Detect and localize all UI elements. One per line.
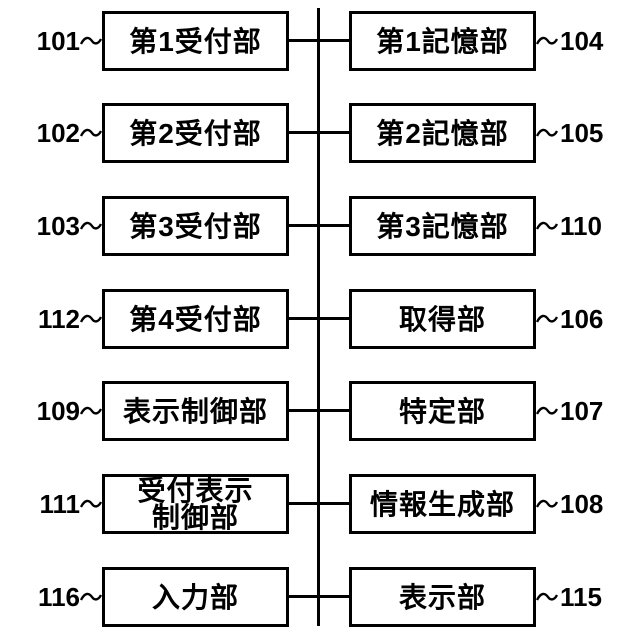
connector-line: [289, 39, 349, 42]
ref-number-right: 105: [560, 118, 604, 148]
squiggle-connector: [80, 128, 102, 137]
ref-number-left: 116: [38, 582, 80, 612]
ref-number-left: 101: [36, 26, 80, 56]
ref-number-left: 112: [38, 304, 80, 334]
ref-number-left: 109: [36, 396, 80, 426]
squiggle-connector: [536, 128, 558, 137]
block-label: 情報生成部: [369, 488, 515, 520]
connector-line: [289, 317, 349, 320]
block-label: 取得部: [398, 303, 486, 335]
diagram-row: 101 第1受付部 第1記憶部 104: [0, 11, 640, 71]
block-label: 第2記憶部: [376, 117, 509, 149]
block-label: 第4受付部: [129, 303, 262, 335]
block-box: 第3記憶部: [349, 196, 536, 256]
block-box: 第2記憶部: [349, 103, 536, 163]
block-label: 表示部: [398, 581, 486, 613]
ref-number-right: 107: [560, 396, 604, 426]
block-label: 第1記憶部: [376, 25, 509, 57]
connector-line: [289, 131, 349, 134]
squiggle-connector: [536, 36, 558, 45]
squiggle-connector: [80, 406, 102, 415]
block-label: 第2受付部: [129, 117, 262, 149]
block-box: 取得部: [349, 289, 536, 349]
block-label: 入力部: [151, 581, 239, 613]
connector-line: [289, 502, 349, 505]
diagram-row: 102 第2受付部 第2記憶部 105: [0, 103, 640, 163]
block-box: 情報生成部: [349, 474, 536, 534]
diagram-row: 116 入力部 表示部 115: [0, 567, 640, 627]
squiggle-connector: [536, 221, 558, 230]
squiggle-connector: [80, 221, 102, 230]
block-box: 第1記憶部: [349, 11, 536, 71]
squiggle-connector: [80, 592, 102, 601]
block-box: 表示部: [349, 567, 536, 627]
block-label: 表示制御部: [122, 395, 268, 427]
ref-number-right: 110: [560, 211, 602, 241]
block-box: 第2受付部: [102, 103, 289, 163]
block-label: 特定部: [398, 395, 486, 427]
squiggle-connector: [80, 314, 102, 323]
connector-line: [289, 409, 349, 412]
block-box: 入力部: [102, 567, 289, 627]
block-box: 第4受付部: [102, 289, 289, 349]
diagram-row: 112 第4受付部 取得部 106: [0, 289, 640, 349]
squiggle-connector: [536, 592, 558, 601]
squiggle-connector: [536, 314, 558, 323]
squiggle-connector: [536, 499, 558, 508]
squiggle-connector: [80, 36, 102, 45]
ref-number-right: 104: [560, 26, 604, 56]
block-label: 第1受付部: [129, 25, 262, 57]
block-label: 第3記憶部: [376, 210, 509, 242]
block-box: 第3受付部: [102, 196, 289, 256]
block-box: 受付表示 制御部: [102, 474, 289, 534]
block-label: 受付表示 制御部: [137, 475, 254, 533]
diagram-row: 109 表示制御部 特定部 107: [0, 381, 640, 441]
connector-line: [289, 224, 349, 227]
block-box: 表示制御部: [102, 381, 289, 441]
ref-number-right: 106: [560, 304, 604, 334]
connector-line: [289, 595, 349, 598]
block-box: 第1受付部: [102, 11, 289, 71]
diagram-row: 103 第3受付部 第3記憶部 110: [0, 196, 640, 256]
squiggle-connector: [80, 499, 102, 508]
ref-number-left: 111: [39, 489, 80, 519]
squiggle-connector: [536, 406, 558, 415]
diagram-row: 111 受付表示 制御部 情報生成部 108: [0, 474, 640, 534]
ref-number-right: 115: [560, 582, 602, 612]
ref-number-left: 102: [36, 118, 80, 148]
ref-number-right: 108: [560, 489, 604, 519]
ref-number-left: 103: [36, 211, 80, 241]
block-box: 特定部: [349, 381, 536, 441]
block-label: 第3受付部: [129, 210, 262, 242]
